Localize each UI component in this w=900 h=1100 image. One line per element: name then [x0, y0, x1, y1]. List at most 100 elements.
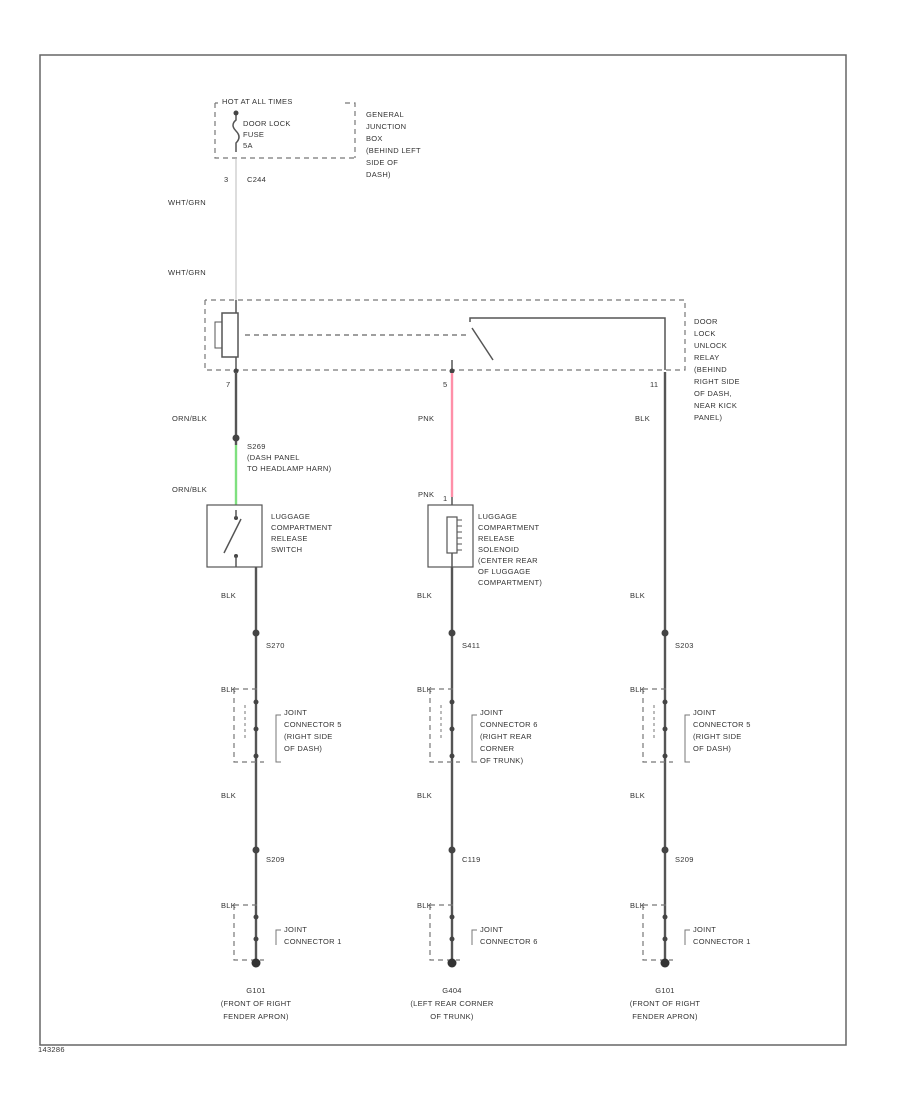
wire-label-blk: BLK [417, 791, 432, 800]
joint-bottom-label-1: JOINT [284, 925, 307, 934]
ground-label-1: G404 [442, 986, 462, 995]
luggage-release-solenoid: 1 LUGGAGE COMPARTMENT RELEASE SOLENOID (… [427, 494, 542, 587]
wire-label-wht-grn-1: WHT/GRN [168, 198, 206, 207]
solenoid-label-2: COMPARTMENT [478, 523, 539, 532]
solenoid-coil-icon [446, 516, 458, 554]
wire-label-blk: BLK [221, 901, 236, 910]
switch-label-4: SWITCH [271, 545, 302, 554]
relay-label-1: DOOR [694, 317, 718, 326]
relay-coil-icon [221, 312, 239, 358]
wire-label-blk: BLK [417, 901, 432, 910]
wire-label-blk: BLK [221, 685, 236, 694]
ground-label-2: (FRONT OF RIGHT [630, 999, 701, 1008]
ground-label-2: (LEFT REAR CORNER [410, 999, 494, 1008]
relay-label-8: NEAR KICK [694, 401, 737, 410]
wire-label-blk: BLK [630, 591, 645, 600]
splice-s269-dot [232, 434, 240, 442]
joint-top-label-1: JOINT [693, 708, 716, 717]
relay-label-6: RIGHT SIDE [694, 377, 740, 386]
joint-bottom-label-1: JOINT [693, 925, 716, 934]
ground-icon [251, 958, 261, 968]
switch-label-2: COMPARTMENT [271, 523, 332, 532]
joint-top-label-5: OF TRUNK) [480, 756, 524, 765]
relay-label-9: PANEL) [694, 413, 723, 422]
splice-s269-label-3: TO HEADLAMP HARN) [247, 464, 332, 473]
ground-column-1: BLK S270 BLK JOINT CONNECTOR 5 (RIGHT SI… [221, 567, 342, 1021]
fuse-box: HOT AT ALL TIMES DOOR LOCK FUSE 5A GENER… [214, 97, 421, 184]
relay-label-5: (BEHIND [694, 365, 727, 374]
fuse-terminal-dot [233, 110, 239, 116]
ground-label-3: FENDER APRON) [632, 1012, 698, 1021]
wire-label-pnk-1: PNK [418, 414, 434, 423]
fuse-box-location-2: JUNCTION [366, 122, 406, 131]
switch-label-3: RELEASE [271, 534, 308, 543]
splice-top-label: S411 [462, 641, 480, 650]
ground-column-2: BLK S411 BLK JOINT CONNECTOR 6 (RIGHT RE… [410, 567, 537, 1021]
relay-pin-7: 7 [226, 380, 230, 389]
ground-label-3: OF TRUNK) [430, 1012, 474, 1021]
fuse-icon [232, 112, 240, 152]
ground-label-3: FENDER APRON) [223, 1012, 289, 1021]
splice-bottom-label: S209 [266, 855, 285, 864]
fuse-label-line-3: 5A [243, 141, 253, 150]
fuse-box-header: HOT AT ALL TIMES [222, 97, 293, 106]
ground-label-1: G101 [246, 986, 266, 995]
joint-top-label-3: (RIGHT SIDE [693, 732, 742, 741]
fuse-box-location-6: DASH) [366, 170, 391, 179]
fuse-connector: C244 [247, 175, 266, 184]
solenoid-label-5: (CENTER REAR [478, 556, 538, 565]
fuse-box-location-5: SIDE OF [366, 158, 398, 167]
wire-label-blk: BLK [221, 791, 236, 800]
relay-label-4: RELAY [694, 353, 720, 362]
splice-bottom-label: S209 [675, 855, 694, 864]
relay-coil-lead [214, 321, 222, 349]
joint-top-label-3: (RIGHT REAR [480, 732, 532, 741]
joint-top-label-1: JOINT [480, 708, 503, 717]
wire-label-blk: BLK [630, 901, 645, 910]
joint-bottom-label-2: CONNECTOR 1 [284, 937, 342, 946]
fuse-box-location-3: BOX [366, 134, 383, 143]
joint-top-label-4: CORNER [480, 744, 515, 753]
joint-bottom-label-1: JOINT [480, 925, 503, 934]
fuse-box-location-1: GENERAL [366, 110, 404, 119]
fuse-label-line-2: FUSE [243, 130, 264, 139]
wire-label-blk-relay: BLK [635, 414, 650, 423]
fuse-pin: 3 [224, 175, 228, 184]
splice-s269-label-2: (DASH PANEL [247, 453, 300, 462]
wire-label-blk: BLK [221, 591, 236, 600]
joint-top-label-2: CONNECTOR 6 [480, 720, 538, 729]
fuse-label-line-1: DOOR LOCK [243, 119, 291, 128]
joint-top-label-1: JOINT [284, 708, 307, 717]
relay-pin-11: 11 [650, 380, 658, 389]
wire-label-blk: BLK [630, 685, 645, 694]
wire-label-blk: BLK [630, 791, 645, 800]
relay-label-3: UNLOCK [694, 341, 727, 350]
relay-switch-contact-icon [471, 327, 494, 361]
wire-label-orn-blk-2: ORN/BLK [172, 485, 207, 494]
wire-label-blk: BLK [417, 591, 432, 600]
door-lock-relay: DOOR LOCK UNLOCK RELAY (BEHIND RIGHT SID… [204, 299, 740, 422]
figure-id: 143286 [38, 1045, 65, 1054]
joint-top-label-2: CONNECTOR 5 [693, 720, 751, 729]
ground-label-2: (FRONT OF RIGHT [221, 999, 292, 1008]
joint-bottom-label-2: CONNECTOR 6 [480, 937, 538, 946]
joint-top-label-4: OF DASH) [693, 744, 731, 753]
splice-s269-label-1: S269 [247, 442, 266, 451]
splice-top-label: S270 [266, 641, 285, 650]
joint-bottom-label-2: CONNECTOR 1 [693, 937, 751, 946]
splice-top-label: S203 [675, 641, 694, 650]
wire-label-wht-grn-2: WHT/GRN [168, 268, 206, 277]
fuse-box-location-4: (BEHIND LEFT [366, 146, 421, 155]
wire-label-pnk-2: PNK [418, 490, 434, 499]
ground-icon [660, 958, 670, 968]
splice-bottom-label: C119 [462, 855, 481, 864]
solenoid-label-4: SOLENOID [478, 545, 519, 554]
joint-top-label-3: (RIGHT SIDE [284, 732, 333, 741]
relay-pin-5: 5 [443, 380, 447, 389]
relay-contact-wire [469, 317, 666, 370]
solenoid-pin: 1 [443, 494, 447, 503]
ground-icon [447, 958, 457, 968]
relay-label-7: OF DASH, [694, 389, 732, 398]
splice-dot [252, 629, 260, 637]
switch-contact-icon [223, 518, 242, 554]
